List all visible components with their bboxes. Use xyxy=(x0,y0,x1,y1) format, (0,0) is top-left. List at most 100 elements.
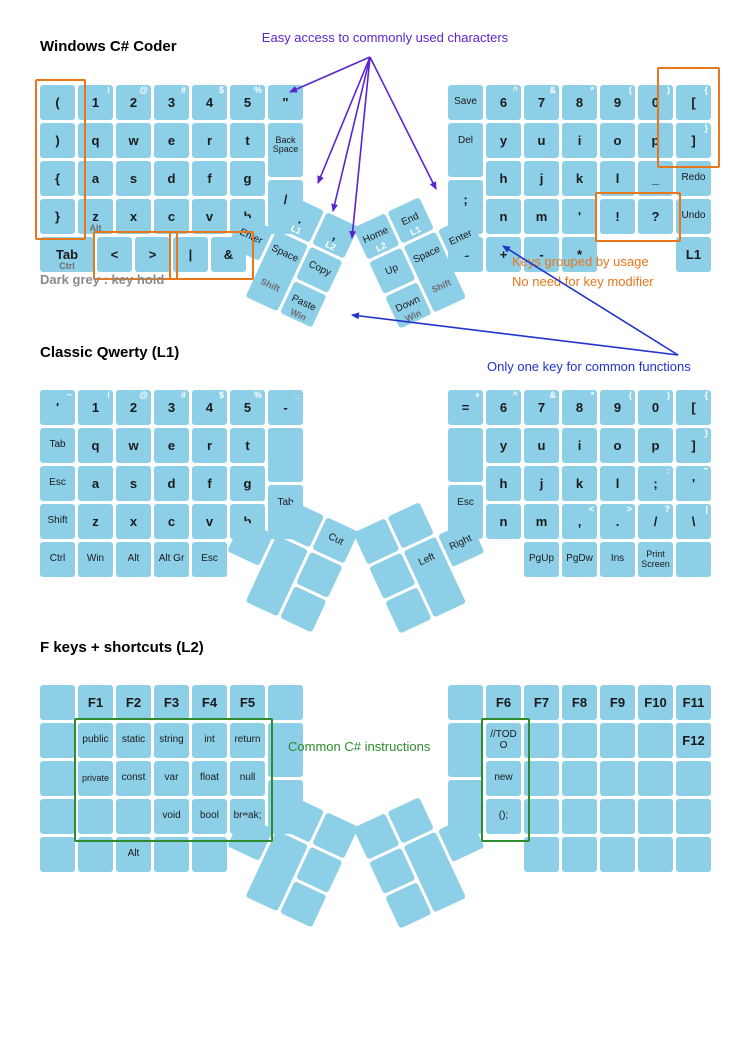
key-int: int xyxy=(192,723,227,758)
key-label: Left xyxy=(416,551,437,569)
key-label: & xyxy=(223,246,234,262)
key-label: x xyxy=(129,513,138,529)
key-l: l xyxy=(600,466,635,501)
key-label: h xyxy=(499,170,508,186)
key-blank xyxy=(40,837,75,872)
key-f12: F12 xyxy=(676,723,711,758)
key-blank xyxy=(638,799,673,834)
key-label: q xyxy=(91,132,100,148)
key-null: null xyxy=(230,761,265,796)
key-label: y xyxy=(499,437,508,453)
key-f10: F10 xyxy=(638,685,673,720)
key-back-space: Back Space xyxy=(268,123,303,177)
key-label: } xyxy=(54,208,61,224)
key-hold-label: Alt xyxy=(89,223,102,233)
key-shift-symbol: ) xyxy=(667,390,670,400)
key-3: 3# xyxy=(154,85,189,120)
key-label: f xyxy=(207,170,212,186)
section-title-classic-qwerty-l1: Classic Qwerty (L1) xyxy=(40,344,180,361)
key-blank xyxy=(40,799,75,834)
key-x: x xyxy=(116,199,151,234)
key-6: 6^ xyxy=(486,85,521,120)
key-blank: > xyxy=(135,237,170,272)
key-alt: Alt xyxy=(116,837,151,872)
annotation-key-hold-legend: Dark grey : key hold xyxy=(40,272,165,287)
key-u: u xyxy=(524,123,559,158)
key-blank: -_ xyxy=(268,390,303,425)
key-bool: bool xyxy=(192,799,227,834)
key-label: Tab xyxy=(277,497,294,508)
key-label: w xyxy=(128,132,139,148)
key-blank xyxy=(600,761,635,796)
key-z: z xyxy=(78,504,113,539)
key-y: y xyxy=(486,428,521,463)
key-blank xyxy=(562,723,597,758)
key-shift-symbol: % xyxy=(253,85,262,95)
annotation-easy-access: Easy access to commonly used characters xyxy=(261,30,509,45)
key-blank: < xyxy=(97,237,132,272)
key-label: c xyxy=(167,513,176,529)
key-pgdw: PgDw xyxy=(562,542,597,577)
key-label: F3 xyxy=(163,694,180,710)
highlight-box-orange xyxy=(595,192,681,242)
key-label: y xyxy=(499,132,508,148)
key-label: h xyxy=(499,475,508,491)
key-8: 8* xyxy=(562,85,597,120)
key-shift-symbol: ^ xyxy=(512,85,518,95)
key-label: const xyxy=(121,772,146,784)
key-shift-symbol: ( xyxy=(629,85,632,95)
key-label: break; xyxy=(233,810,262,822)
key-c: c xyxy=(154,199,189,234)
key-label: Esc xyxy=(201,553,218,565)
key-blank xyxy=(676,542,711,577)
key-label: u xyxy=(537,437,546,453)
key-shift-symbol: $ xyxy=(218,390,224,400)
key-blank xyxy=(40,685,75,720)
key-label: | xyxy=(188,246,193,262)
key-label: 9 xyxy=(613,399,622,415)
key-blank: { xyxy=(40,161,75,196)
key-float: float xyxy=(192,761,227,796)
key-label: Cut xyxy=(326,531,346,548)
key-shift-symbol: % xyxy=(253,390,262,400)
key-label: d xyxy=(167,475,176,491)
key-label: Shift xyxy=(47,515,68,527)
key-d: d xyxy=(154,161,189,196)
key-blank xyxy=(562,799,597,834)
key-a: a xyxy=(78,161,113,196)
key-label: 0 xyxy=(651,399,660,415)
key-w: w xyxy=(116,428,151,463)
key-label: return xyxy=(234,734,261,746)
key-shift-symbol: * xyxy=(590,85,594,95)
key-blank: (); xyxy=(486,799,521,834)
key-label: 3 xyxy=(167,399,176,415)
key-label: z xyxy=(92,513,99,529)
key-l: l xyxy=(600,161,635,196)
key-label: string xyxy=(159,734,184,746)
key-blank xyxy=(600,837,635,872)
key-c: c xyxy=(154,504,189,539)
key-label: void xyxy=(162,810,181,822)
key-label: Space xyxy=(269,242,301,265)
key-label: n xyxy=(499,513,508,529)
key-label: 1 xyxy=(91,94,100,110)
key-label: , xyxy=(577,513,582,529)
key-label: F10 xyxy=(644,694,667,710)
key-label: q xyxy=(91,437,100,453)
key-label: v xyxy=(205,513,214,529)
key-label: s xyxy=(129,170,138,186)
key-blank: [{ xyxy=(676,390,711,425)
key-label: ) xyxy=(55,132,60,148)
key-3: 3# xyxy=(154,390,189,425)
key-blank xyxy=(638,837,673,872)
key-label: Del xyxy=(457,135,473,146)
key-label: ] xyxy=(691,132,696,148)
key-blank xyxy=(638,723,673,758)
key-label: [ xyxy=(691,94,696,110)
key-label: ! xyxy=(615,208,620,224)
key-label: Esc xyxy=(49,477,66,489)
key-blank xyxy=(154,837,189,872)
key-shift-symbol: } xyxy=(704,123,708,133)
key-blank xyxy=(40,761,75,796)
